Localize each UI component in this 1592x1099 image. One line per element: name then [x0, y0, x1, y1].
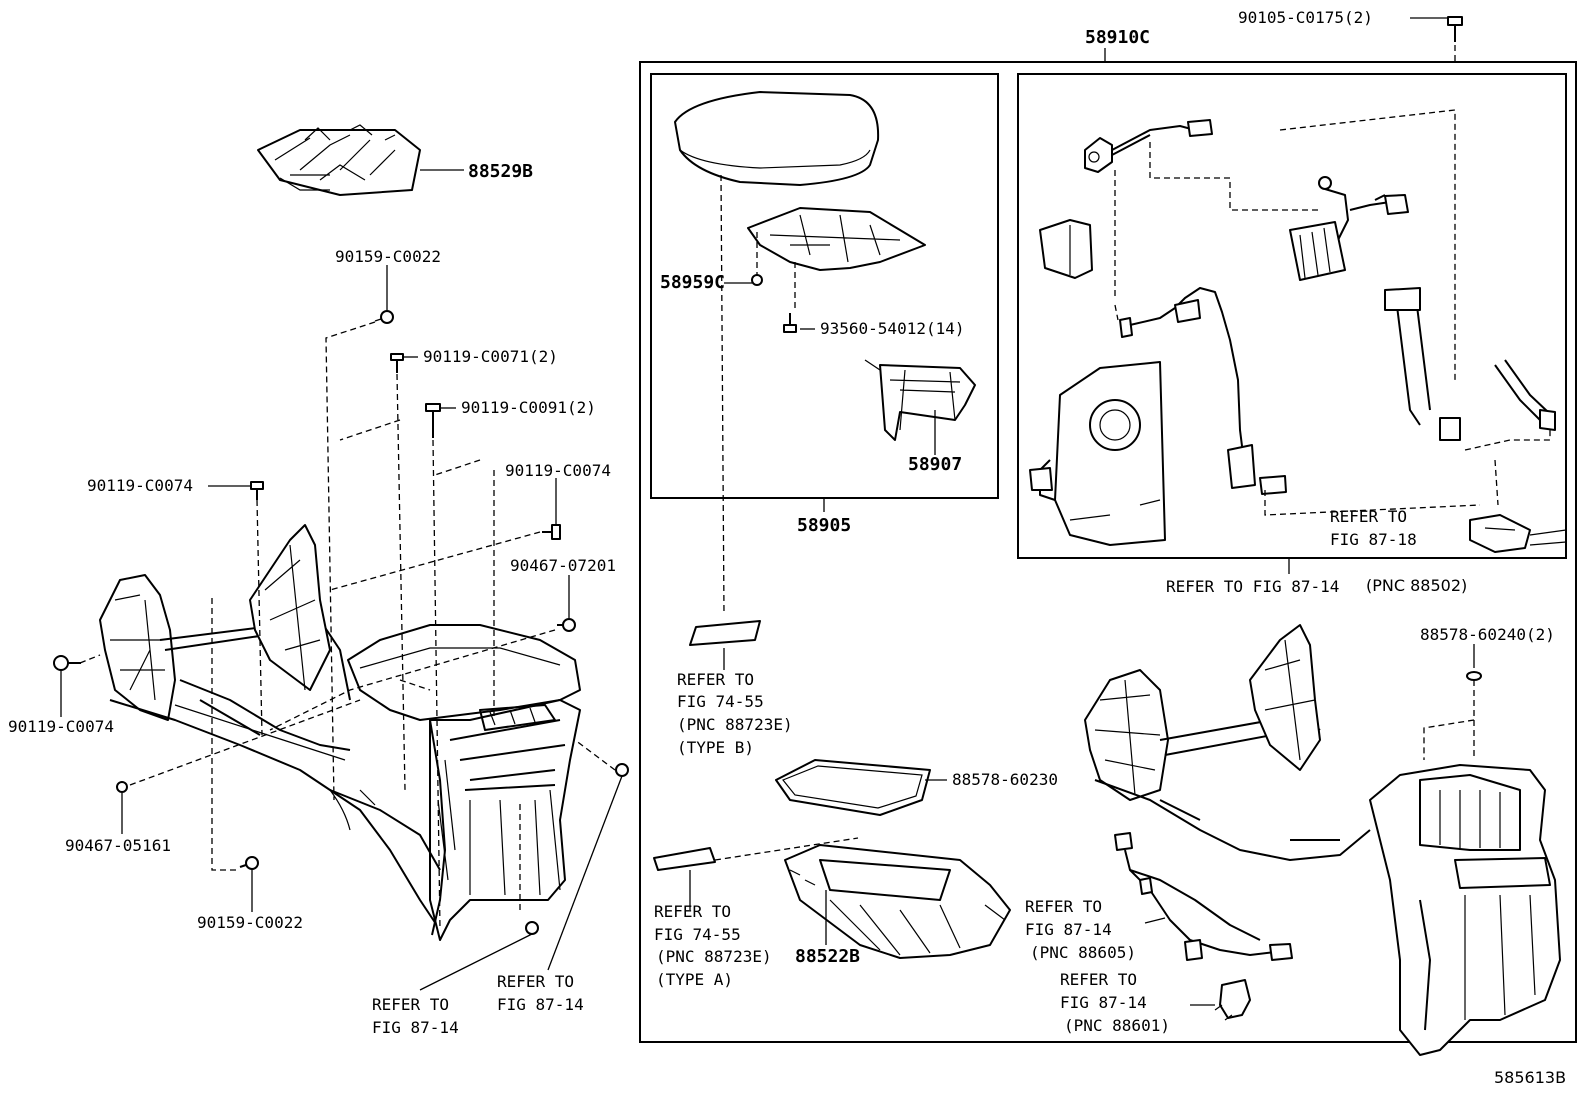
labels: 58910C 90105-C0175(2) 88529B 90159-C0022… [8, 8, 1566, 1087]
figure-id: 585613B [1494, 1068, 1566, 1087]
label-90467-07201: 90467-07201 [510, 556, 616, 575]
label-refer-88601-3: (PNC 88601) [1064, 1016, 1170, 1035]
screw-93560 [783, 313, 797, 333]
console-body-right [1084, 624, 1561, 1056]
clip-90467-07201 [557, 618, 576, 632]
label-58959C: 58959C [660, 272, 725, 293]
label-88529B: 88529B [468, 161, 533, 182]
pad-type-b [689, 620, 761, 646]
label-refer-74-55-b-3: (PNC 88723E) [677, 715, 793, 734]
label-88522B: 88522B [795, 946, 860, 967]
label-refer-87-14-a-1: REFER TO [372, 995, 449, 1014]
label-58910C: 58910C [1085, 27, 1150, 48]
screw-90119-C0071 [390, 353, 404, 373]
label-88578-60230: 88578-60230 [952, 770, 1058, 789]
label-refer-87-14-pnc88502: REFER TO FIG 87-14 [1166, 577, 1339, 596]
screw-refer-87-14-right [615, 763, 629, 777]
label-refer-74-55-a-4: (TYPE A) [656, 970, 733, 989]
cable-rod [1494, 359, 1556, 431]
label-refer-88605-1: REFER TO [1025, 897, 1102, 916]
screw-90119-C0091 [425, 403, 441, 438]
label-refer-74-55-b-4: (TYPE B) [677, 738, 754, 757]
box-88522B [784, 844, 1011, 959]
console-body-left [99, 524, 581, 941]
harness-88605 [1114, 832, 1293, 961]
label-90119-C0091: 90119-C0091(2) [461, 398, 596, 417]
screw-90119-C0074-bottom [53, 655, 81, 671]
socket-harness [1119, 287, 1287, 495]
clip-58959C [751, 274, 763, 286]
switch-connector [1084, 119, 1213, 173]
label-90105-C0175: 90105-C0175(2) [1238, 8, 1373, 27]
label-refer-88605-3: (PNC 88605) [1030, 943, 1136, 962]
label-refer-87-18-1: REFER TO [1330, 507, 1407, 526]
washer-88578-60240 [1466, 671, 1482, 681]
label-58905: 58905 [797, 515, 851, 536]
label-refer-87-14-b-1: REFER TO [497, 972, 574, 991]
screw-refer-87-14-left [525, 921, 539, 935]
dashed-lines-left [79, 321, 616, 931]
label-90119-C0074-right: 90119-C0074 [505, 461, 611, 480]
hinge-58907 [864, 359, 976, 441]
assembly-88502-box [1017, 73, 1567, 559]
assembly-58910C-box [639, 61, 1577, 1043]
label-refer-87-18-2: FIG 87-18 [1330, 530, 1417, 549]
label-pnc-88502: (PNC 88502) [1366, 576, 1467, 595]
label-refer-74-55-b-2: FIG 74-55 [677, 692, 764, 711]
relay-module [1039, 219, 1093, 279]
label-refer-74-55-a-2: FIG 74-55 [654, 925, 741, 944]
screw-90105 [1447, 16, 1463, 42]
label-90119-C0074-left: 90119-C0074 [87, 476, 193, 495]
label-refer-74-55-a-1: REFER TO [654, 902, 731, 921]
gasket-88578-60230 [775, 759, 931, 816]
clip-90159-bottom [239, 856, 259, 870]
tray-88529B [257, 124, 421, 196]
long-harness [1384, 287, 1461, 441]
screw-90119-C0074-left [250, 481, 264, 500]
label-88578-60240: 88578-60240(2) [1420, 625, 1555, 644]
label-90159-C0022-bottom: 90159-C0022 [197, 913, 303, 932]
fasteners-left [53, 310, 629, 935]
armrest-lid [674, 91, 880, 186]
label-refer-87-14-a-2: FIG 87-14 [372, 1018, 459, 1037]
label-90159-C0022-top: 90159-C0022 [335, 247, 441, 266]
switch-88601 [1214, 979, 1251, 1021]
usb-harness [1289, 176, 1409, 281]
label-refer-88601-2: FIG 87-14 [1060, 993, 1147, 1012]
label-90119-C0074-bottom: 90119-C0074 [8, 717, 114, 736]
label-refer-88605-2: FIG 87-14 [1025, 920, 1112, 939]
label-58907: 58907 [908, 454, 962, 475]
label-90467-05161: 90467-05161 [65, 836, 171, 855]
label-90119-C0071: 90119-C0071(2) [423, 347, 558, 366]
label-refer-87-14-b-2: FIG 87-14 [497, 995, 584, 1014]
screw-90119-C0074-right [542, 524, 561, 540]
label-93560-54012: 93560-54012(14) [820, 319, 965, 338]
lid-hinge-plate [747, 207, 926, 271]
cigarette-socket [1029, 361, 1166, 546]
clip-90467-05161 [116, 781, 128, 793]
label-refer-74-55-a-3: (PNC 88723E) [656, 947, 772, 966]
usb-port-87-18 [1469, 514, 1567, 553]
label-refer-74-55-b-1: REFER TO [677, 670, 754, 689]
leaders-left [60, 265, 623, 991]
label-refer-88601-1: REFER TO [1060, 970, 1137, 989]
pad-type-a [653, 847, 716, 871]
clip-90159-top [374, 310, 394, 324]
